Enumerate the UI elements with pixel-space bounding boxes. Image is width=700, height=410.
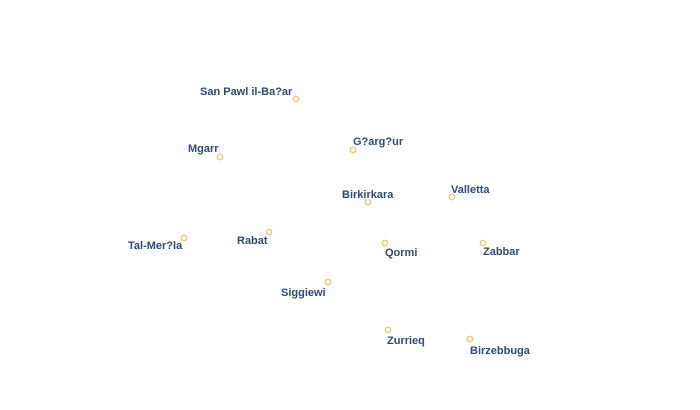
place-label: G?arg?ur — [353, 136, 404, 148]
place-label: Tal-Mer?la — [128, 240, 183, 252]
place-birkirkara[interactable]: Birkirkara — [341, 188, 396, 206]
place-marker[interactable] — [216, 153, 224, 161]
place-label: Rabat — [237, 235, 268, 247]
place-mgarr[interactable]: Mgarr — [187, 142, 224, 161]
place-label: Valletta — [451, 184, 490, 196]
place-san-pawl-il-bahar[interactable]: San Pawl il-Ba?ar — [199, 85, 300, 103]
place-rabat[interactable]: Rabat — [236, 228, 273, 249]
place-qormi[interactable]: Qormi — [381, 239, 419, 261]
place-birzebbuga[interactable]: Birzebbuga — [466, 335, 532, 359]
place-marker[interactable] — [479, 239, 487, 247]
place-marker[interactable] — [292, 95, 300, 103]
place-marker[interactable] — [180, 234, 188, 242]
place-label: Zabbar — [483, 246, 520, 258]
place-tal-merhla[interactable]: Tal-Mer?la — [127, 234, 188, 254]
place-zabbar[interactable]: Zabbar — [479, 239, 522, 260]
place-label: Birkirkara — [342, 189, 394, 201]
place-marker[interactable] — [265, 228, 273, 236]
place-marker[interactable] — [381, 239, 389, 247]
place-marker[interactable] — [384, 326, 392, 334]
place-label: Zurrieq — [387, 335, 425, 347]
place-zurrieq[interactable]: Zurrieq — [384, 326, 426, 349]
place-gharghur[interactable]: G?arg?ur — [349, 135, 405, 154]
place-marker[interactable] — [324, 278, 332, 286]
place-marker[interactable] — [466, 335, 474, 343]
place-marker[interactable] — [349, 146, 357, 154]
place-label: Qormi — [385, 247, 417, 259]
place-marker[interactable] — [364, 198, 372, 206]
place-siggiewi[interactable]: Siggiewi — [280, 278, 332, 301]
place-label: Siggiewi — [281, 287, 326, 299]
place-marker[interactable] — [448, 193, 456, 201]
place-label: San Pawl il-Ba?ar — [200, 86, 293, 98]
place-valletta[interactable]: Valletta — [448, 183, 492, 201]
place-label: Birzebbuga — [470, 345, 531, 357]
place-label: Mgarr — [188, 143, 219, 155]
